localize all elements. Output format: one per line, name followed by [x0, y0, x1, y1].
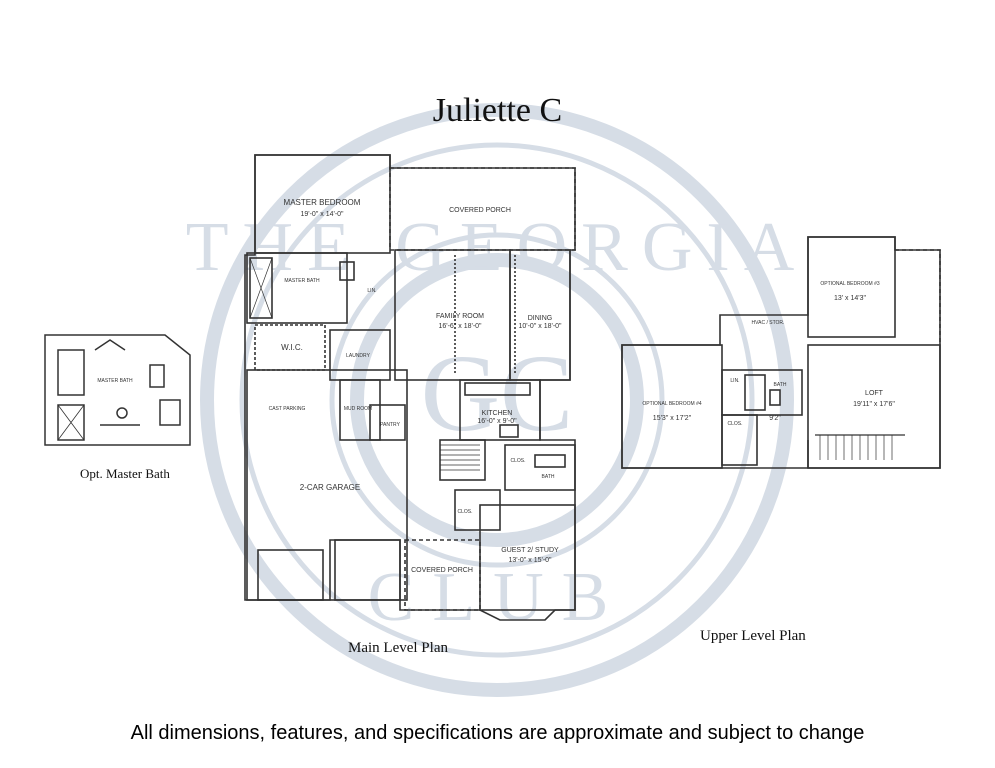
label-master-bath: MASTER BATH: [284, 278, 320, 284]
dims-bedroom-3: 13' x 14'3": [834, 295, 867, 302]
label-clos-3: CLOS.: [727, 421, 742, 427]
label-clos-2: CLOS.: [457, 509, 472, 515]
label-bedroom-4: OPTIONAL BEDROOM #4: [642, 401, 701, 407]
label-laundry: LAUNDRY: [346, 353, 370, 359]
watermark-monogram: GC: [421, 332, 574, 454]
label-family-room: FAMILY ROOM: [436, 313, 484, 320]
dims-kitchen: 16'-0" x 9'-0": [477, 418, 517, 425]
label-bath-upper: BATH: [774, 382, 787, 388]
label-clos-1: CLOS.: [510, 458, 525, 464]
caption-upper-level: Upper Level Plan: [700, 628, 806, 644]
label-guest-study: GUEST 2/ STUDY: [501, 547, 559, 554]
watermark-text-top: THE GEORGIA: [186, 209, 809, 286]
label-bath-main: BATH: [542, 474, 555, 480]
dims-family-room: 16'-6" x 18'-0": [438, 323, 482, 330]
label-pantry: PANTRY: [380, 422, 400, 428]
label-covered-porch-front: COVERED PORCH: [411, 567, 473, 574]
opt-bath-label: MASTER BATH: [97, 378, 133, 384]
label-bedroom-3: OPTIONAL BEDROOM #3: [820, 281, 879, 287]
label-dining: DINING: [528, 315, 553, 322]
dims-guest-study: 13'-0" x 15'-0": [508, 557, 552, 564]
label-covered-porch-rear: COVERED PORCH: [449, 207, 511, 214]
plan-title: Juliette C: [432, 92, 563, 129]
dim-9-2: 9'2": [769, 415, 781, 422]
disclaimer: All dimensions, features, and specificat…: [130, 722, 865, 744]
label-lin-2: LIN.: [730, 378, 739, 384]
label-wic: W.I.C.: [281, 343, 303, 352]
label-lin-1: LIN.: [367, 288, 376, 294]
label-kitchen: KITCHEN: [482, 410, 513, 417]
dims-master-bedroom: 19'-0" x 14'-0": [300, 211, 344, 218]
dims-loft: 19'11" x 17'6": [853, 401, 895, 408]
label-hvac: HVAC / STOR.: [752, 320, 785, 326]
label-loft: LOFT: [865, 390, 884, 397]
dims-bedroom-4: 15'3" x 17'2": [653, 415, 692, 422]
label-mud-room: MUD ROOM: [344, 406, 372, 412]
dims-dining: 10'-0" x 18'-0": [518, 323, 562, 330]
label-garage: 2-CAR GARAGE: [300, 483, 360, 492]
label-master-bedroom: MASTER BEDROOM: [284, 198, 361, 207]
caption-opt-master-bath: Opt. Master Bath: [80, 466, 170, 481]
label-cast-parking: CAST PARKING: [269, 406, 306, 412]
caption-main-level: Main Level Plan: [348, 640, 448, 656]
